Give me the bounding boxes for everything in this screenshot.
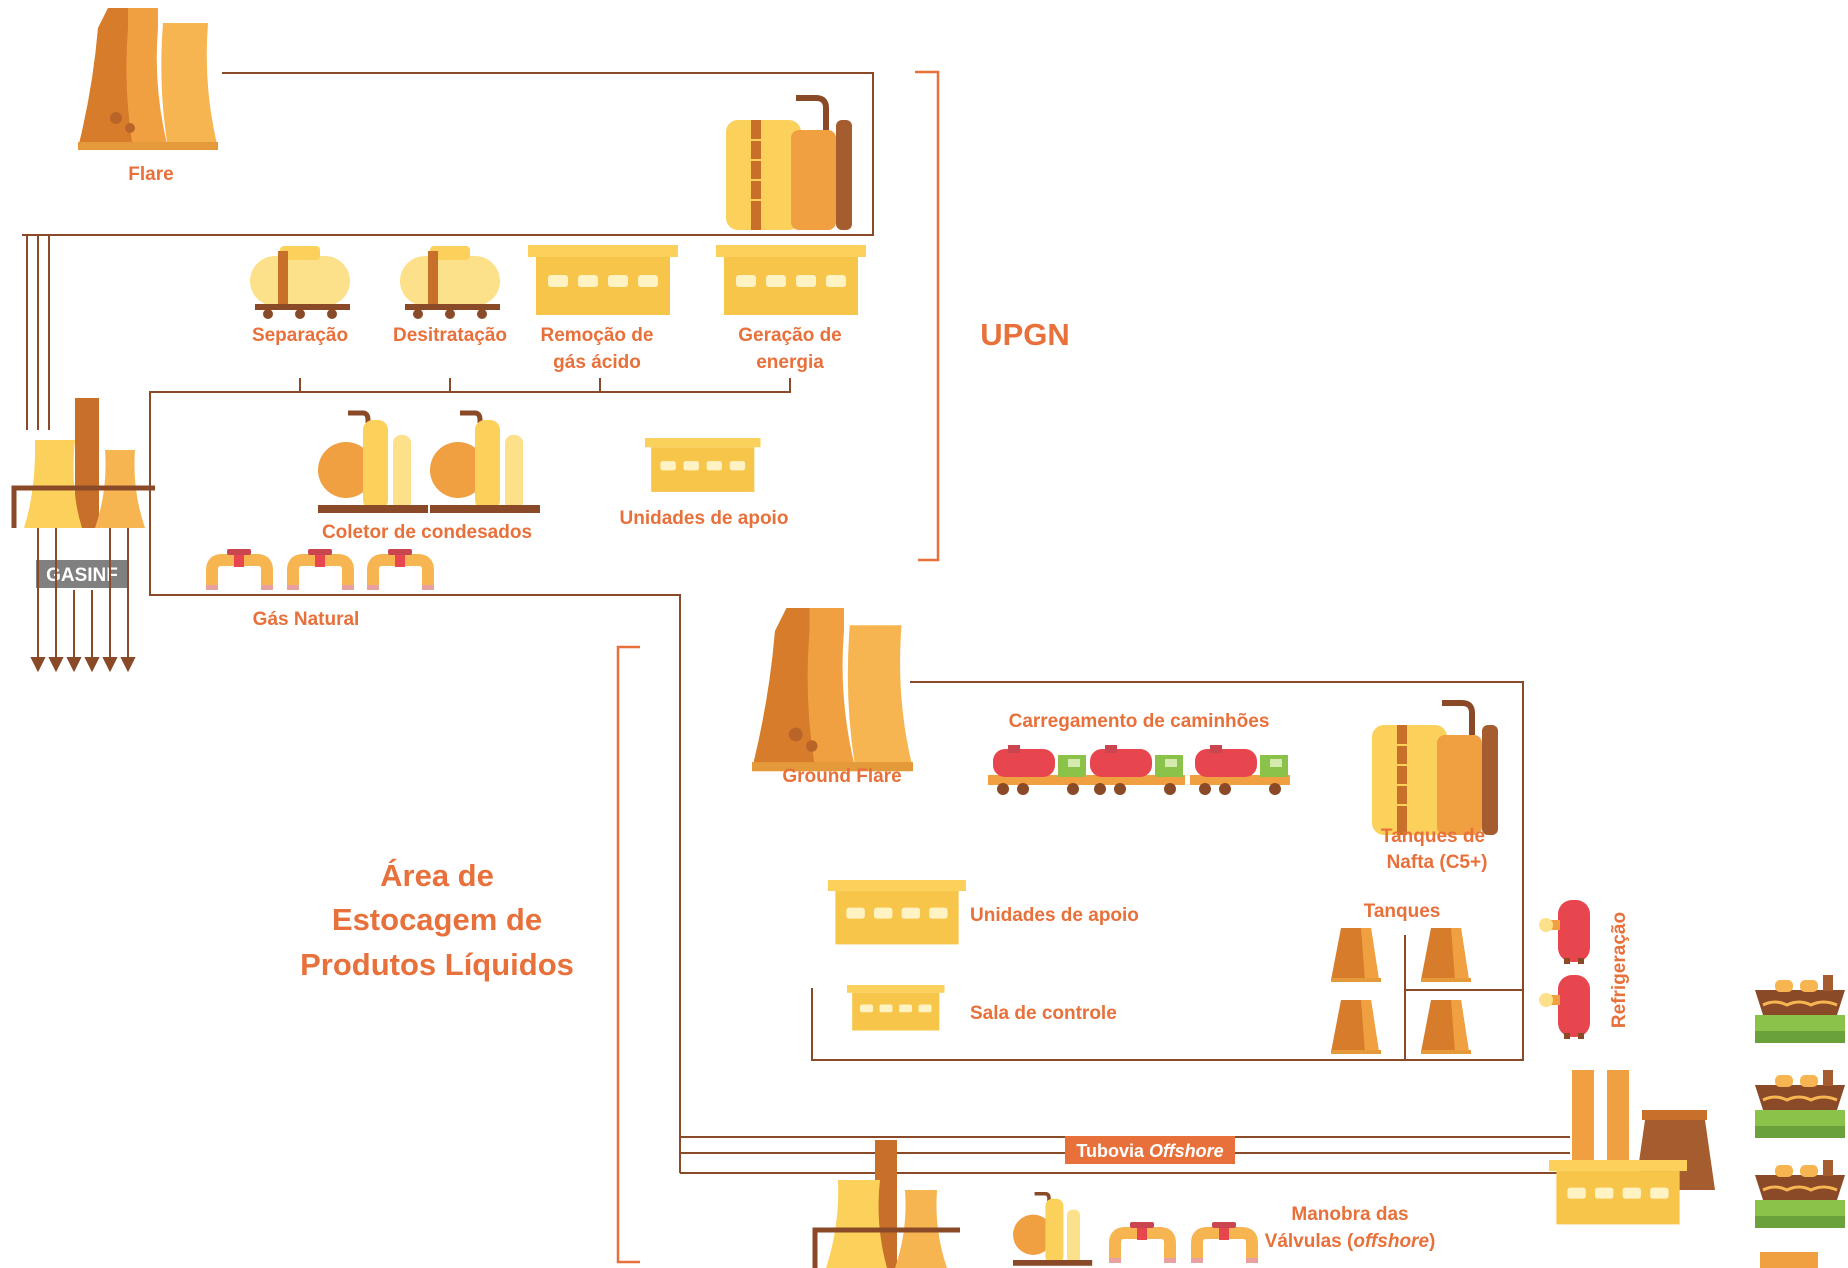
manobra-label-line1: Manobra das [1291, 1204, 1408, 1225]
storage-frame-line [811, 681, 1524, 1061]
naphtha-tank-icon [1372, 703, 1498, 835]
condensate-collector-icon [318, 413, 428, 513]
tubovia-text: Tubovia [1076, 1141, 1145, 1161]
separation-vessel-icon [250, 246, 350, 319]
geracao-label-line1: Geração de [738, 325, 842, 346]
acid-gas-removal-building-icon [528, 245, 678, 315]
carregamento-label: Carregamento de caminhões [1009, 711, 1270, 732]
manobra-italic-text: offshore [1353, 1231, 1429, 1252]
gas-valve-icon [206, 549, 273, 590]
gas-valve-icon [367, 549, 434, 590]
gasinf-chimney [75, 398, 99, 528]
sala-controle-label: Sala de controle [970, 1003, 1117, 1024]
tubovia-badge [1065, 1136, 1235, 1164]
offshore-valve-icon [1109, 1222, 1176, 1263]
area-title-line1: Área de [380, 858, 494, 893]
terminal-chimney [1607, 1070, 1629, 1162]
gasinf-tower-icon [24, 440, 82, 528]
desitratacao-label: Desitratação [393, 325, 507, 346]
offshore-valve-icon [1191, 1222, 1258, 1263]
ship-icon-partial [1760, 1252, 1818, 1268]
storage-tank-icon [726, 98, 852, 230]
ship-icon [1753, 973, 1847, 1045]
flare-label: Flare [128, 164, 173, 185]
upgn-bracket [915, 70, 940, 562]
manifold-vessel-icon [1011, 1191, 1094, 1268]
gas-valve-icon [287, 549, 354, 590]
terminal-chimney [1572, 1070, 1594, 1162]
separacao-label: Separação [252, 325, 348, 346]
truck-icon [1085, 745, 1185, 795]
control-room-building-icon [847, 985, 945, 1031]
remocao-label-line1: Remoção de [541, 325, 654, 346]
refrigeration-unit-icon [1539, 900, 1590, 964]
refrigeracao-label: Refrigeração [1609, 912, 1630, 1028]
small-tank-icon [1421, 1000, 1471, 1054]
truck-icon [988, 745, 1088, 795]
storage-area-bracket [616, 645, 640, 1264]
ground-flare-icon [752, 608, 913, 772]
tanques-nafta-label-line1: Tanques de [1381, 826, 1485, 847]
manobra-label-line2: Válvulas (offshore) [1265, 1231, 1436, 1252]
dehydration-vessel-icon [400, 246, 500, 319]
support-units-building-icon [828, 880, 966, 945]
gas-natural-label: Gás Natural [253, 609, 360, 630]
ground-flare-label: Ground Flare [782, 766, 901, 787]
refrigeration-unit-icon [1539, 975, 1590, 1039]
gasinf-pipe [11, 485, 155, 528]
coletor-label: Coletor de condesados [322, 522, 532, 543]
small-tank-icon [1421, 928, 1471, 982]
gasinf-badge [36, 560, 128, 588]
truck-icon [1190, 745, 1290, 795]
area-title-line2: Estocagem de [332, 902, 542, 937]
ship-icon [1753, 1068, 1847, 1140]
terminal-tower-cap [1642, 1110, 1707, 1120]
gasinf-output-arrows [30, 528, 136, 673]
flare-icon [78, 8, 218, 150]
power-generation-building-icon [716, 245, 866, 315]
manobra-end-text: ) [1429, 1231, 1435, 1252]
upgn-title: UPGN [980, 317, 1070, 352]
remocao-label-line2: gás ácido [553, 352, 641, 373]
area-title-line3: Produtos Líquidos [300, 947, 574, 982]
manobra-text: Válvulas ( [1265, 1231, 1354, 1252]
tanques-nafta-label-line2: Nafta (C5+) [1387, 852, 1488, 873]
manifold-tower-icon [826, 1180, 887, 1268]
tanques-label: Tanques [1364, 901, 1441, 922]
flare-frame-line [22, 72, 874, 236]
support-units-building-icon [645, 438, 761, 492]
process-collector-line [149, 378, 791, 1173]
geracao-label-line2: energia [756, 352, 824, 373]
gasinf-label: GASINF [46, 565, 118, 586]
ship-icon [1753, 1158, 1847, 1230]
unidades-apoio-top-label: Unidades de apoio [620, 508, 789, 529]
condensate-collector-icon [430, 413, 540, 513]
unidades-apoio-bottom-label: Unidades de apoio [970, 905, 1139, 926]
manifold-chimney [875, 1140, 897, 1268]
small-tank-icon [1331, 928, 1381, 982]
small-tank-icon [1331, 1000, 1381, 1054]
manifold-pipe [812, 1227, 960, 1268]
terminal-building-icon [1549, 1160, 1687, 1225]
tubovia-italic-text: Offshore [1149, 1141, 1224, 1161]
